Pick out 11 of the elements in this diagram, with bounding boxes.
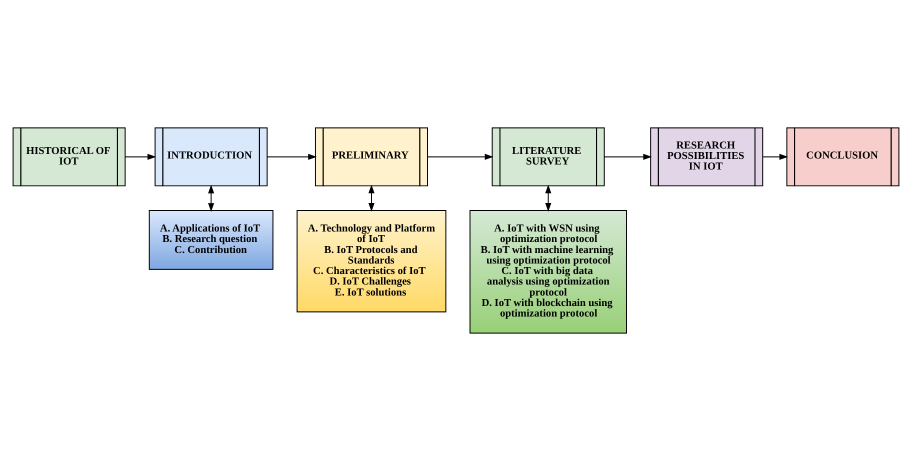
arrow	[208, 184, 214, 212]
node-box: A. IoT with WSN using optimization protocol B. IoT with machine learning using optimization protocol C. IoT with big data analysis using optimization protocol D. IoT with blockchain using optimization protocol	[470, 210, 627, 334]
node-box: A. Applications of IoT B. Research question C. Contribution	[148, 210, 274, 270]
node-box: A. Technology and Platform of IoT B. IoT Protocols and Standards C. Characteristics of IoT D. IoT Challenges E. IoT solutions	[296, 210, 446, 312]
arrow	[368, 184, 375, 212]
arrow	[604, 154, 652, 160]
arrow	[762, 154, 788, 160]
arrow	[427, 154, 494, 160]
arrow	[545, 184, 552, 212]
arrow	[124, 154, 156, 160]
arrow	[267, 154, 317, 160]
